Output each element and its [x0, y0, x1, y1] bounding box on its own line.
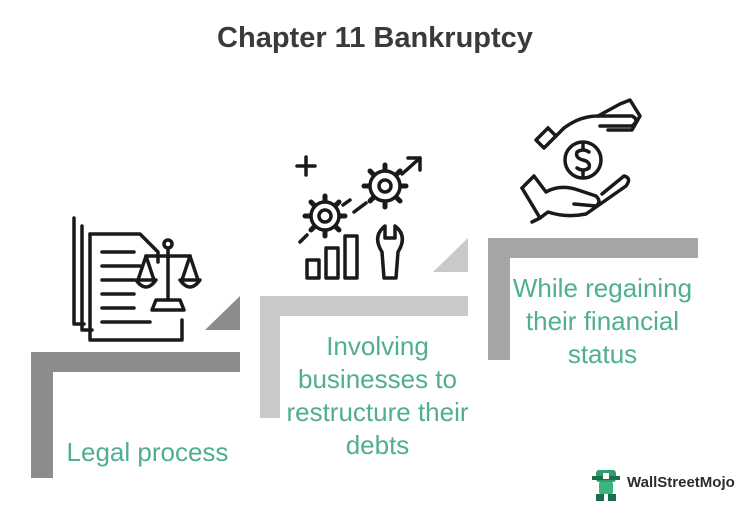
- brand-name: WallStreetMojo: [627, 474, 735, 491]
- step-3-bracket: [488, 238, 698, 360]
- step-3-label: While regaining their financial status: [512, 273, 693, 369]
- hands-dollar-coin-icon: [520, 98, 642, 224]
- legal-documents-scale-icon: [72, 216, 202, 342]
- step-1-bracket: [31, 296, 240, 478]
- brand-logo[interactable]: WallStreetMojo: [590, 468, 745, 502]
- diagram-title: Chapter 11 Bankruptcy: [217, 22, 533, 54]
- wallstreetmojo-logo-icon: [592, 470, 620, 501]
- step-1-label: Legal process: [66, 437, 229, 467]
- step-2-bracket: [260, 238, 468, 418]
- step-2-label: Involving businesses to restructure thei…: [286, 331, 469, 460]
- gears-growth-chart-icon: [295, 155, 422, 280]
